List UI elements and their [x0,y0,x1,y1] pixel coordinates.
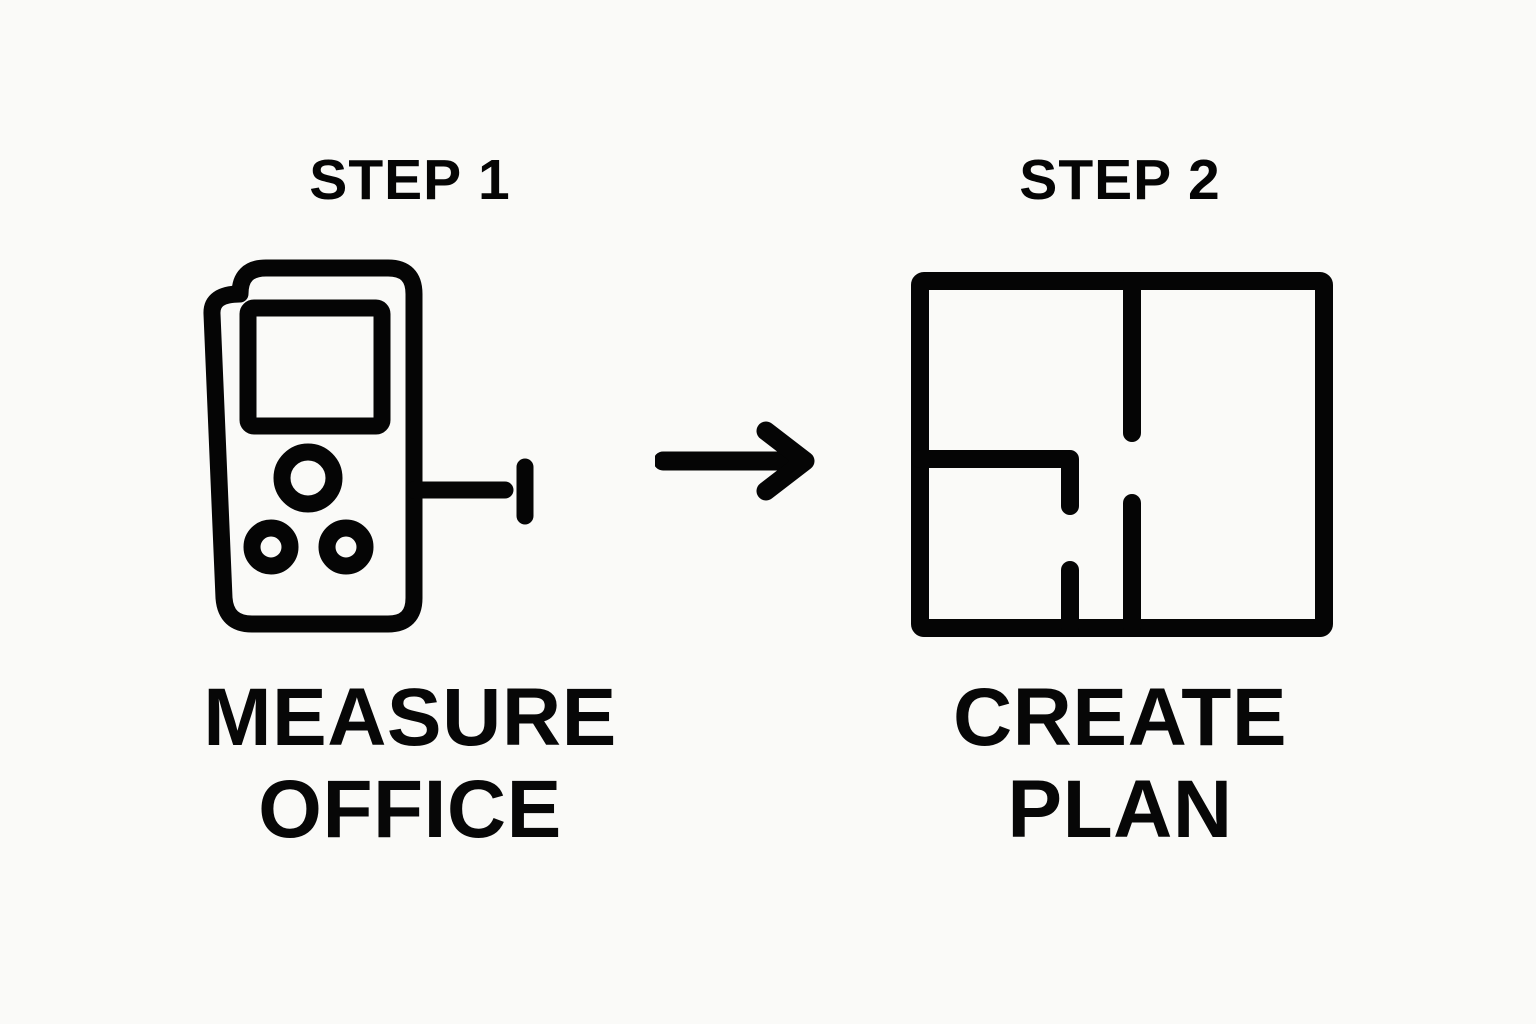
small-round-button-left [243,519,299,575]
step-2-caption: CREATE PLAN [810,672,1430,856]
step-1-eyebrow-label: STEP 1 [309,148,511,212]
step-2-caption-line-2: PLAN [1007,763,1233,855]
step-1-caption: MEASURE OFFICE [100,672,720,856]
step-2-eyebrow-label: STEP 2 [1019,148,1221,212]
step-1-caption-line-2: OFFICE [258,763,562,855]
interior-wall-horizontal-left [911,450,1079,515]
step-1-caption-line-1: MEASURE [203,672,617,763]
step-2-caption-line-1: CREATE [952,672,1288,763]
device-screen [239,299,391,435]
step-2-column: STEP 2 CREATE PLAN [810,0,1430,1024]
arrow-head [756,421,815,501]
large-round-button [273,443,343,513]
device-body-outline [203,259,423,633]
step-1-column: STEP 1 [100,0,720,1024]
floor-plan-icon [810,250,1430,650]
arrow-right-icon [655,415,835,507]
small-round-button-right [318,519,374,575]
laser-distance-measure-icon [100,250,720,650]
